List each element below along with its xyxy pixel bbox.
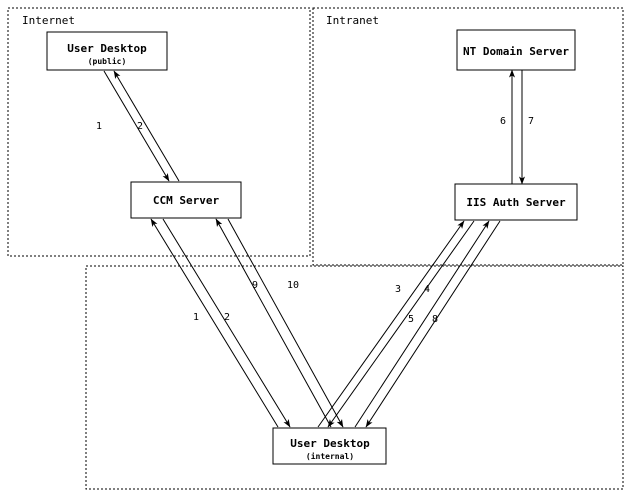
node-user-desktop-public[interactable]: User Desktop (public)	[46, 31, 168, 71]
step-label-9: 9	[252, 280, 258, 291]
step-label-2: 2	[137, 121, 143, 132]
zone-internal-border	[85, 265, 624, 490]
step-label-1: 1	[96, 121, 102, 132]
node-nt-domain-server-box[interactable]	[456, 29, 576, 71]
node-iis-auth-server-title: IIS Auth Server	[466, 196, 566, 209]
node-user-desktop-internal[interactable]: User Desktop (internal)	[272, 427, 387, 465]
node-ccm-server-box[interactable]	[130, 181, 242, 219]
zone-intranet-label: Intranet	[326, 14, 379, 27]
step-label-6: 6	[500, 116, 506, 127]
step-label-10: 10	[287, 280, 299, 291]
node-user-desktop-public-title: User Desktop	[67, 42, 147, 55]
flow-5-internal-to-iis	[354, 220, 490, 428]
step-label-4: 4	[424, 284, 430, 295]
zone-intranet-border	[312, 7, 624, 266]
zone-internet: Internet	[7, 7, 311, 257]
step-label-3: 3	[395, 284, 401, 295]
flow-2b-ccm-to-internal	[162, 218, 291, 428]
flow-2-ccm-to-public	[113, 70, 180, 182]
zone-internet-border	[7, 7, 311, 257]
node-iis-auth-server-box[interactable]	[454, 183, 578, 221]
zone-internal-network	[85, 265, 624, 490]
node-user-desktop-internal-box[interactable]	[272, 427, 387, 465]
step-label-7: 7	[528, 116, 534, 127]
node-nt-domain-server-title: NT Domain Server	[463, 45, 569, 58]
flow-10-ccm-to-internal	[227, 218, 344, 428]
flow-1b-internal-to-ccm	[150, 218, 279, 428]
flow-4-iis-to-internal	[327, 220, 475, 428]
step-label-5: 5	[408, 314, 414, 325]
zone-intranet: Intranet	[312, 7, 624, 266]
node-ccm-server[interactable]: CCM Server	[130, 181, 242, 219]
node-user-desktop-public-subtitle: (public)	[88, 56, 127, 66]
flow-3-internal-to-iis	[317, 220, 465, 428]
flow-1-public-to-ccm	[103, 70, 170, 182]
step-label-1b: 1	[193, 312, 199, 323]
node-user-desktop-internal-title: User Desktop	[290, 437, 370, 450]
node-ccm-server-title: CCM Server	[153, 194, 220, 207]
node-user-desktop-internal-subtitle: (internal)	[306, 451, 354, 461]
flow-8-iis-to-internal	[365, 220, 501, 428]
node-iis-auth-server[interactable]: IIS Auth Server	[454, 183, 578, 221]
step-label-8: 8	[432, 314, 438, 325]
node-user-desktop-public-box[interactable]	[46, 31, 168, 71]
flow-9-internal-to-ccm	[215, 218, 332, 428]
zone-internet-label: Internet	[22, 14, 75, 27]
step-label-2b: 2	[224, 312, 230, 323]
node-nt-domain-server[interactable]: NT Domain Server	[456, 29, 576, 71]
